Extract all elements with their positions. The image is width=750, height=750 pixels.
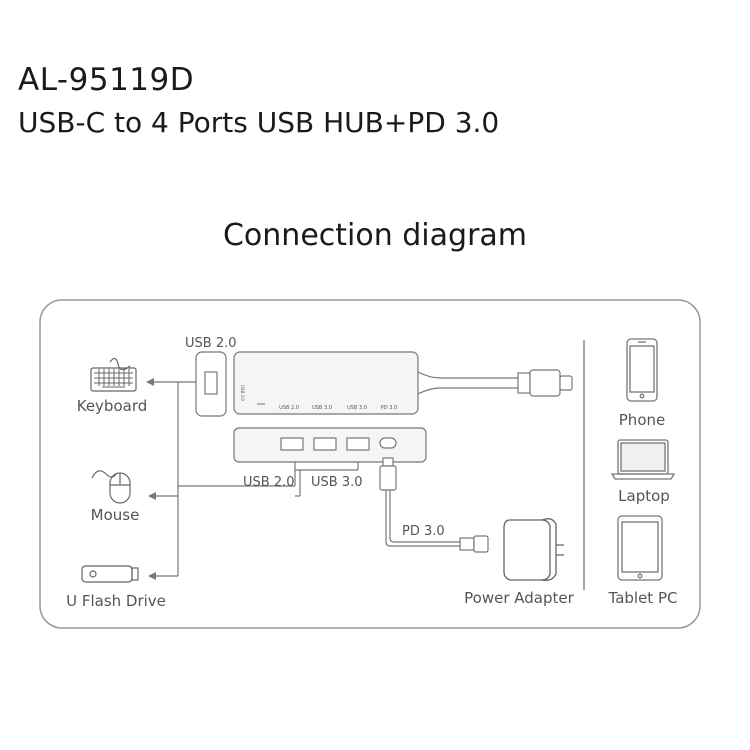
diagram-frame — [39, 299, 701, 629]
mouse-label: Mouse — [91, 506, 140, 524]
power-adapter-icon — [503, 518, 564, 582]
hub-port-label: USB 3.0 — [347, 405, 367, 411]
section-title: Connection diagram — [222, 218, 528, 253]
product-title: USB-C to 4 Ports USB HUB+PD 3.0 — [18, 106, 500, 139]
arrowheads — [146, 378, 156, 580]
laptop-icon — [610, 439, 676, 480]
usb20-port-slot — [204, 371, 218, 395]
flash-drive-icon — [81, 565, 139, 583]
tablet-icon — [617, 515, 663, 581]
hub-top-view — [233, 351, 573, 415]
keyboard-label: Keyboard — [77, 397, 148, 415]
left-connector-lines — [148, 381, 359, 577]
flash-drive-label: U Flash Drive — [66, 592, 166, 610]
usb-c-port — [379, 437, 397, 449]
hub-port-label: USB 3.0 — [312, 405, 332, 411]
model-number: AL-95119D — [18, 62, 195, 98]
phone-icon — [626, 338, 658, 402]
hub-port-label: USB 2.0 — [279, 405, 299, 411]
usb20-top-label: USB 2.0 — [185, 336, 237, 351]
usb-port — [313, 437, 337, 451]
hub-port-label: PD 3.0 — [381, 405, 397, 411]
usb-port — [280, 437, 304, 451]
usb20-bottom-label: USB 2.0 — [243, 475, 295, 490]
mouse-icon — [91, 470, 131, 504]
hub-front-view — [233, 427, 427, 463]
pd30-label: PD 3.0 — [402, 524, 445, 539]
hub-side-label: USB 3.0 — [240, 385, 245, 401]
laptop-label: Laptop — [618, 487, 670, 505]
usb-port — [346, 437, 370, 451]
keyboard-icon — [90, 357, 137, 392]
power-adapter-label: Power Adapter — [464, 589, 574, 607]
tablet-label: Tablet PC — [608, 589, 678, 607]
usb30-label: USB 3.0 — [311, 475, 363, 490]
pd-cable — [379, 457, 489, 553]
phone-label: Phone — [619, 411, 665, 429]
